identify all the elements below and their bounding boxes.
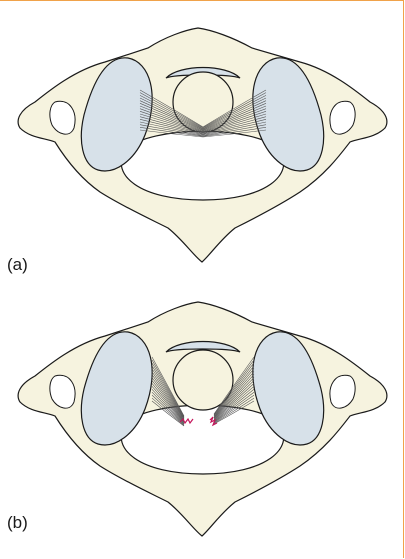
vertebral-foramen	[121, 405, 284, 474]
atlas-vertebra-intact	[0, 10, 405, 280]
panel-b: (b)	[0, 284, 405, 554]
panel-a-label: (a)	[7, 255, 28, 275]
atlas-vertebra-torn	[0, 284, 405, 554]
dens	[173, 72, 233, 132]
panel-a: (a)	[0, 10, 405, 280]
panel-b-label: (b)	[7, 513, 28, 533]
vertebral-foramen	[121, 131, 284, 200]
